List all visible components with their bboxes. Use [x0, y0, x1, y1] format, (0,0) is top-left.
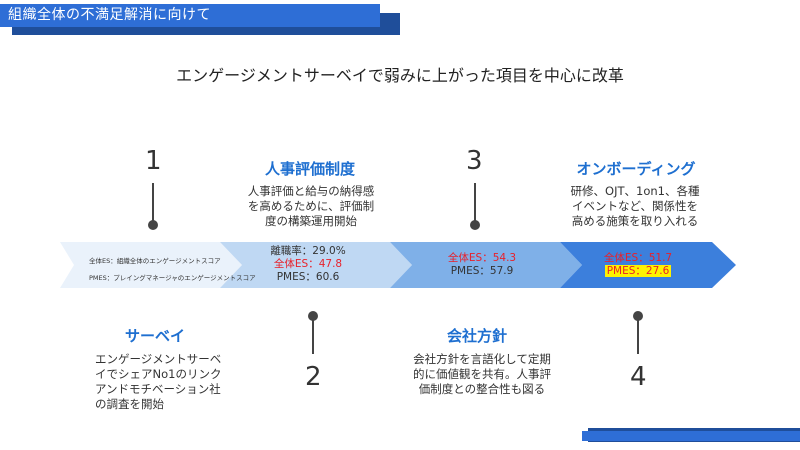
band-segment-2 [220, 242, 412, 288]
seg4-text: 全体ES：51.7 PMES：27.6 [578, 252, 698, 278]
header-title: 組織全体の不満足解消に向けて [8, 7, 211, 23]
band-shapes [60, 242, 736, 288]
step-3-title: 会社方針 [446, 327, 507, 345]
step-4-stem [637, 318, 639, 354]
legend-pmes: PMES：プレイングマネージャのエンゲージメントスコア [89, 274, 256, 282]
seg3-es: 全体ES：54.3 [447, 252, 517, 264]
step-2-number: 2 [305, 362, 322, 392]
step-2-desc-line: 度の構築運用開始 [265, 214, 357, 228]
step-1-stem [152, 183, 154, 223]
step-1-desc: エンゲージメントサーベ イでシェアNo1のリンク アンドモチベーション社 の調査… [95, 352, 245, 412]
step-3-dot [470, 220, 480, 230]
step-1-desc-line: エンゲージメントサーベ [95, 352, 222, 366]
seg3-text: 全体ES：54.3 PMES：57.9 [422, 252, 542, 278]
step-4-desc: 研修、OJT、1on1、各種 イベントなど、関係性を 高める施策を取り入れる [560, 184, 710, 229]
step-2-dot [308, 311, 318, 321]
step-3-stem [474, 183, 476, 223]
step-2-desc-line: を高めるために、評価制 [247, 199, 375, 213]
seg4-es: 全体ES：51.7 [603, 252, 673, 264]
step-4-title: オンボーディング [576, 160, 696, 178]
step-3-desc-line: 会社方針を言語化して定期 [413, 352, 551, 366]
seg3-pmes: PMES：57.9 [450, 265, 514, 277]
header-banner: 組織全体の不満足解消に向けて [0, 4, 380, 27]
seg2-pmes: PMES：60.6 [276, 271, 340, 283]
step-2-desc: 人事評価と給与の納得感 を高めるために、評価制 度の構築運用開始 [238, 184, 384, 229]
step-3-number: 3 [466, 146, 483, 176]
step-2-desc-line: 人事評価と給与の納得感 [247, 184, 375, 198]
step-1-number: 1 [145, 146, 162, 176]
step-1-desc-line: の調査を開始 [95, 397, 164, 411]
headline: エンゲージメントサーベイで弱みに上がった項目を中心に改革 [176, 66, 624, 85]
step-4-desc-line: 研修、OJT、1on1、各種 [570, 184, 700, 198]
step-3-desc-line: 価制度との整合性も図る [418, 382, 546, 396]
legend-es: 全体ES：組織全体のエンゲージメントスコア [89, 257, 221, 265]
band-segment-1 [60, 242, 242, 288]
seg2-turnover: 離職率：29.0% [270, 245, 346, 257]
step-4-desc-line: 高める施策を取り入れる [571, 214, 699, 228]
step-4-desc-line: イベントなど、関係性を [572, 199, 698, 213]
step-2-title: 人事評価制度 [264, 160, 355, 178]
seg4-pmes: PMES：27.6 [604, 265, 672, 277]
footer-bar [582, 431, 800, 441]
progress-band [60, 242, 740, 288]
step-4-number: 4 [630, 362, 647, 392]
step-1-desc-line: アンドモチベーション社 [95, 382, 221, 396]
step-2-stem [312, 318, 314, 354]
step-1-desc-line: イでシェアNo1のリンク [95, 367, 222, 381]
step-1-dot [148, 220, 158, 230]
step-3-desc-line: 的に価値観を共有。人事評 [413, 367, 551, 381]
seg2-text: 離職率：29.0% 全体ES：47.8 PMES：60.6 [248, 245, 368, 284]
seg2-es: 全体ES：47.8 [273, 258, 343, 270]
step-4-dot [633, 311, 643, 321]
step-1-title: サーベイ [124, 327, 185, 345]
band-segment-3 [390, 242, 582, 288]
step-3-desc: 会社方針を言語化して定期 的に価値観を共有。人事評 価制度との整合性も図る [404, 352, 560, 397]
